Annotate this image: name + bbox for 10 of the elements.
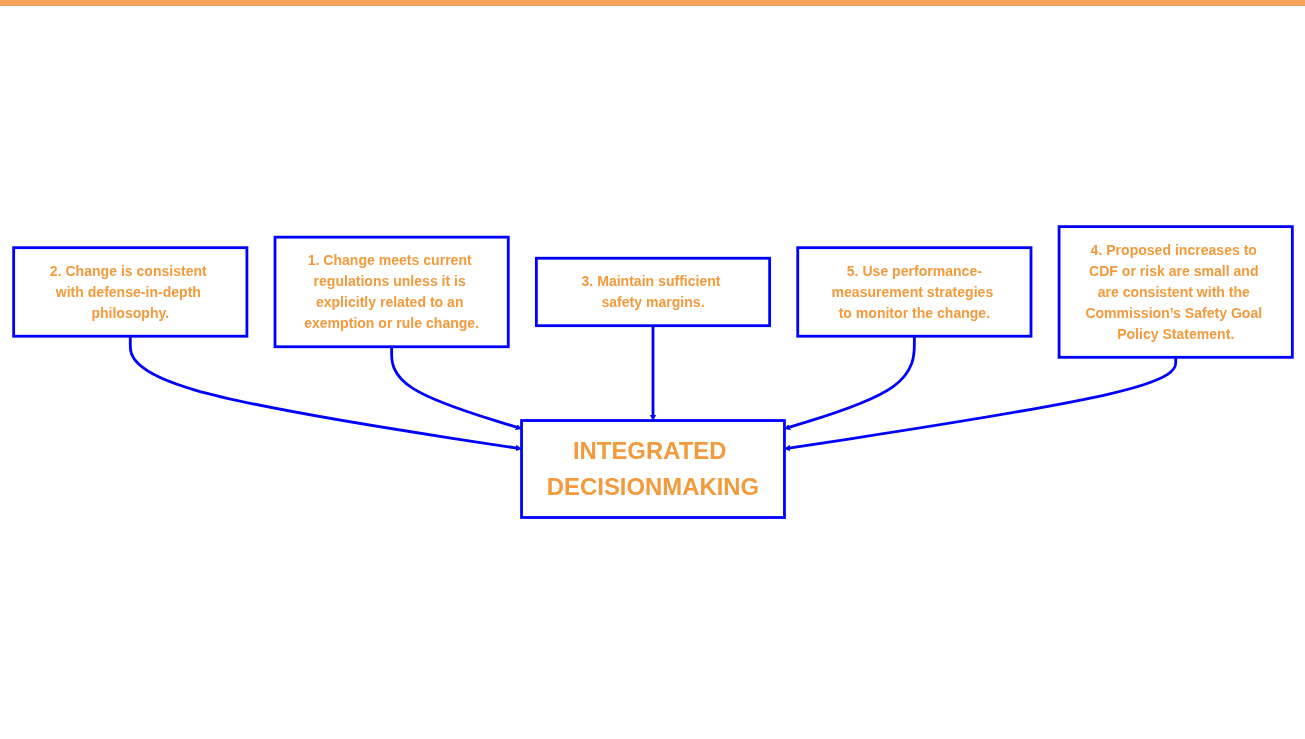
arrow xyxy=(389,347,522,431)
node-box: INTEGRATED DECISIONMAKING xyxy=(519,419,786,520)
node-box: 3. Maintain sufficient safety margins. xyxy=(534,257,771,328)
node-box: 2. Change is consistent with defense-in-depth philosophy. xyxy=(11,246,248,339)
node-box: 4. Proposed increases to CDF or risk are small and are consistent with the Commission’s Safety Goal Policy Statement. xyxy=(1057,225,1294,360)
node-box: 1. Change meets current regulations unless it is explicitly related to an exemption or rule change. xyxy=(273,236,510,349)
arrow xyxy=(783,357,1177,452)
node-box: 5. Use performance-measurement strategies to monitor the change. xyxy=(795,246,1032,339)
arrow xyxy=(128,336,522,452)
arrow xyxy=(783,336,916,431)
